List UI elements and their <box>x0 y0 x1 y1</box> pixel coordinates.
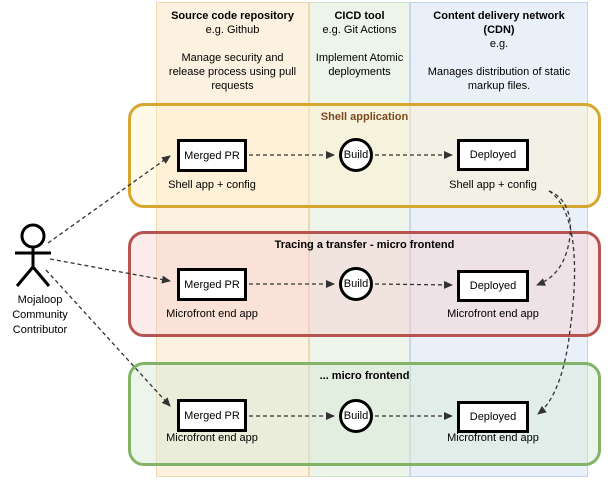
column-source-code-repository: Source code repository e.g. Github Manag… <box>156 2 309 477</box>
micro-build-circle: Build <box>339 399 373 433</box>
lane-title: ... micro frontend <box>319 370 410 382</box>
column-title: CICD tool <box>334 10 385 22</box>
shell-build-circle: Build <box>339 138 373 172</box>
lane-title: Shell application <box>320 111 409 123</box>
tracing-deployed-box: Deployed <box>457 270 529 302</box>
node-label: Deployed <box>469 411 517 423</box>
shell-cdn-caption: Shell app + config <box>449 179 537 191</box>
shell-deployed-box: Deployed <box>457 139 529 171</box>
column-description: Implement Atomic deployments <box>315 52 404 78</box>
micro-cdn-caption: Microfront end app <box>447 432 539 444</box>
tracing-source-caption: Microfront end app <box>166 308 258 320</box>
node-label: Build <box>343 410 369 422</box>
node-label: Deployed <box>469 149 517 161</box>
column-description: Manage security and release process usin… <box>168 52 297 92</box>
node-label: Deployed <box>469 280 517 292</box>
tracing-build-circle: Build <box>339 267 373 301</box>
column-title: Source code repository <box>171 10 294 22</box>
actor-label: Mojaloop Community Contributor <box>12 294 68 336</box>
column-title: Content delivery network (CDN) <box>433 10 565 36</box>
actor-icon <box>15 223 51 287</box>
column-subtitle: e.g. <box>489 38 509 50</box>
tracing-merged-pr-box: Merged PR <box>177 268 247 301</box>
column-description: Manages distribution of static markup fi… <box>427 66 571 92</box>
column-cicd-tool: CICD tool e.g. Git Actions Implement Ato… <box>309 2 410 477</box>
micro-merged-pr-box: Merged PR <box>177 399 247 432</box>
shell-merged-pr-box: Merged PR <box>177 139 247 172</box>
node-label: Build <box>343 278 369 290</box>
column-subtitle: e.g. Git Actions <box>322 24 397 36</box>
shell-source-caption: Shell app + config <box>168 179 256 191</box>
node-label: Merged PR <box>184 149 240 162</box>
micro-deployed-box: Deployed <box>457 401 529 433</box>
node-label: Merged PR <box>184 278 240 291</box>
node-label: Build <box>343 149 369 161</box>
lane-title: Tracing a transfer - micro frontend <box>274 239 455 251</box>
column-subtitle: e.g. Github <box>205 24 260 36</box>
tracing-cdn-caption: Microfront end app <box>447 308 539 320</box>
micro-source-caption: Microfront end app <box>166 432 258 444</box>
node-label: Merged PR <box>184 409 240 422</box>
